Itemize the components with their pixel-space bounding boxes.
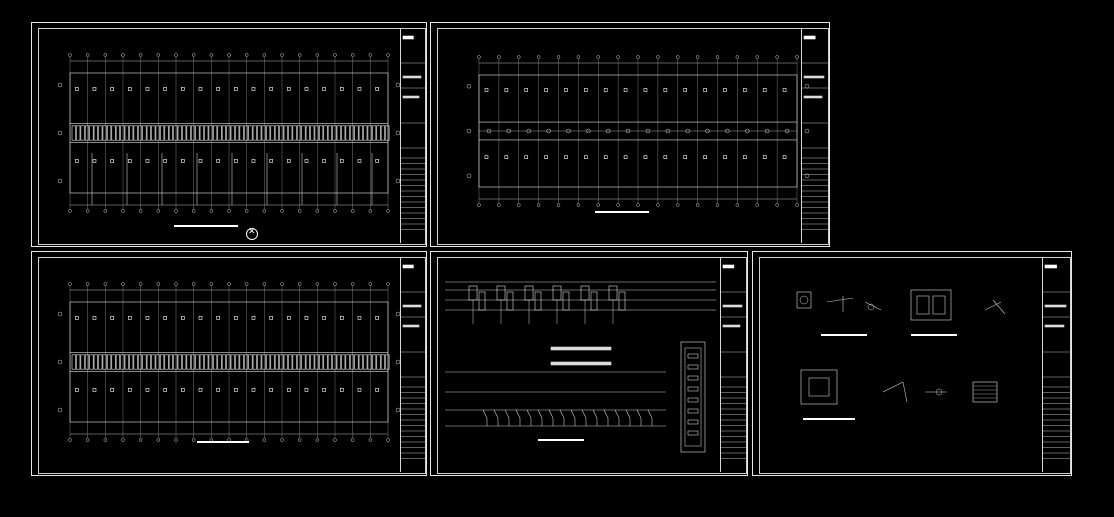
sheet-frame <box>38 257 426 474</box>
drawing-sheet-1[interactable] <box>31 22 427 247</box>
system-diagram-drawing <box>445 264 747 459</box>
drawing-caption <box>911 334 957 336</box>
drawing-caption <box>197 441 249 443</box>
sheet-frame <box>759 257 1071 474</box>
drawing-caption <box>821 334 867 336</box>
detail-drawings <box>796 264 1071 459</box>
drawing-sheet-5[interactable] <box>752 251 1072 476</box>
floor-plan-drawing-3 <box>57 264 426 459</box>
drawing-caption <box>174 225 238 227</box>
sheet-frame <box>437 28 829 245</box>
title-block <box>1042 257 1072 472</box>
drawing-sheet-2[interactable] <box>430 22 830 247</box>
sheet-frame <box>38 28 426 245</box>
title-block <box>801 28 830 243</box>
drawing-caption <box>595 211 649 213</box>
north-arrow-icon <box>246 227 258 240</box>
floor-plan-drawing-1 <box>57 35 426 230</box>
drawing-caption <box>803 418 855 420</box>
drawing-sheet-3[interactable] <box>31 251 427 476</box>
sheet-frame <box>437 257 747 474</box>
drawing-caption <box>538 439 584 441</box>
title-block <box>400 257 427 472</box>
title-block <box>400 28 427 243</box>
drawing-sheet-4[interactable] <box>430 251 748 476</box>
floor-plan-drawing-2 <box>466 35 829 230</box>
title-block <box>720 257 748 472</box>
